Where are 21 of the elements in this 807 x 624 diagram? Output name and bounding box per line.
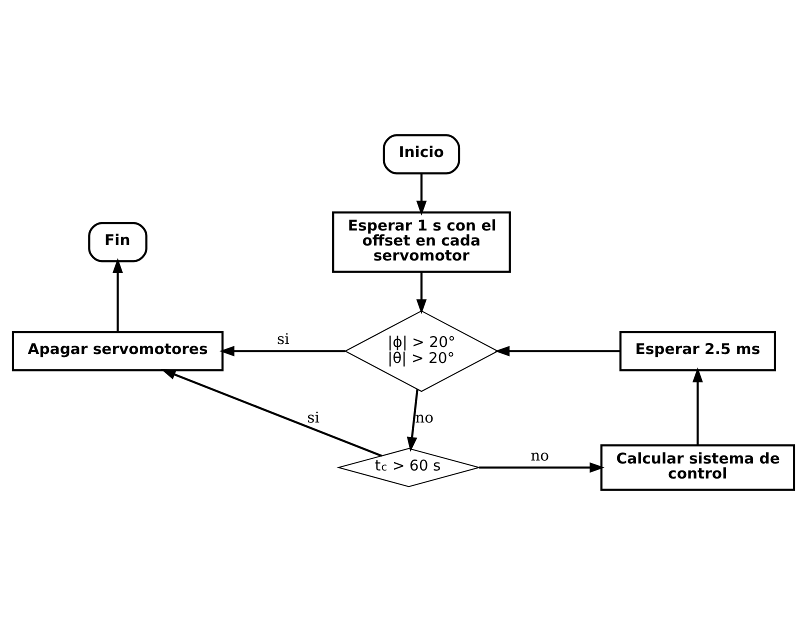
edge-label: si — [277, 330, 290, 348]
node-box: Apagar servomotores — [12, 330, 224, 371]
edge-label: si — [307, 408, 320, 426]
node-diamond: |ϕ| > 20° |θ| > 20° — [344, 310, 499, 392]
node-box: Calcular sistema de control — [600, 444, 796, 490]
arrow — [494, 345, 620, 356]
node-box: Esperar 2.5 ms — [619, 330, 776, 371]
arrow — [160, 368, 382, 456]
node-box: Esperar 1 s con el offset en cada servomotor — [332, 210, 511, 272]
node-box: Fin — [88, 222, 148, 262]
arrow — [416, 271, 427, 314]
arrow — [692, 366, 703, 445]
arrow — [416, 173, 427, 216]
arrow — [406, 388, 418, 452]
node-box: Inicio — [382, 134, 460, 174]
edge-label: no — [415, 408, 434, 426]
node-diamond: tc > 60 s — [336, 447, 482, 487]
edge-label: no — [530, 446, 550, 464]
arrow — [112, 258, 123, 332]
arrow — [479, 462, 605, 472]
arrow — [220, 345, 346, 356]
